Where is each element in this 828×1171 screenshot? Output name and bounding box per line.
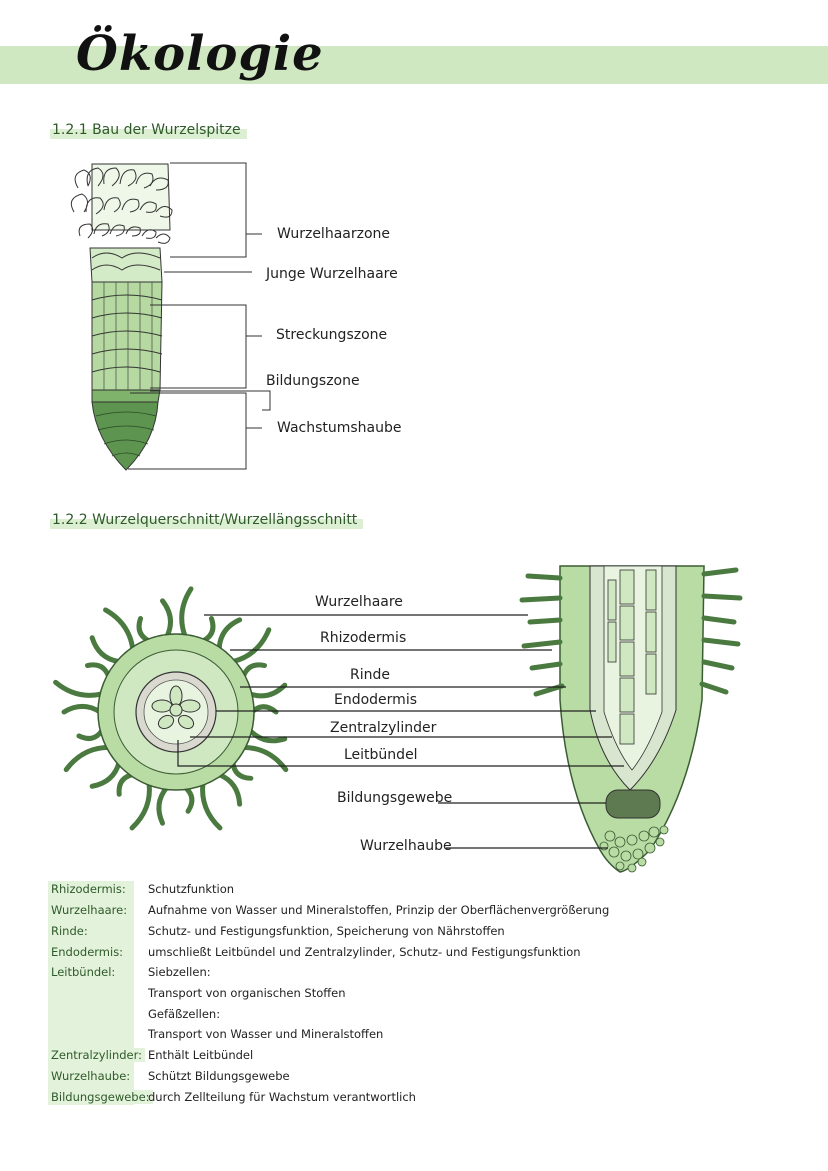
cross-section-root-hair [84, 662, 112, 680]
section2-leader-lines [177, 614, 624, 849]
glossary-term: Bildungsgewebe: [48, 1090, 153, 1104]
cross-section-root-hair [89, 635, 122, 665]
cross-section-root-hair [230, 759, 254, 781]
cross-section-root-hair [103, 607, 136, 652]
cross-section-root-hair [76, 727, 105, 741]
cross-section-root-hair [156, 784, 170, 826]
label-streckungszone: Streckungszone [276, 327, 388, 343]
glossary-term: Wurzelhaube: [48, 1069, 134, 1083]
glossary-definition: umschließt Leitbündel und Zentralzylinde… [148, 945, 581, 959]
cross-section-root-hair [216, 617, 243, 652]
cross-section-root-hair [129, 780, 152, 831]
label-zentralzylinder: Zentralzylinder [330, 720, 437, 736]
cross-section-root-hair [200, 780, 223, 831]
glossary-term: Leitbündel: [48, 965, 119, 979]
glossary-term: Endodermis: [48, 945, 127, 959]
cross-section-root-hair [116, 772, 136, 797]
glossary-definition: Schützt Bildungsgewebe [148, 1069, 290, 1083]
cross-section-root-hair [240, 662, 268, 680]
root-hair-zone-shape [70, 163, 173, 244]
cross-section-root-hair [61, 703, 103, 715]
title-band [0, 46, 828, 84]
cross-section-root-hair [53, 679, 105, 698]
young-root-hair-zone-shape [89, 247, 163, 283]
cross-section-root-hair [89, 759, 122, 789]
cross-section-root-hair [182, 784, 195, 814]
label-bildungsgewebe: Bildungsgewebe [337, 790, 453, 806]
root-cap-cells [599, 825, 669, 873]
glossary-definition: Transport von Wasser und Mineralstoffen [148, 1027, 384, 1041]
meristem-shape [605, 789, 661, 819]
section-heading-1: 1.2.1 Bau der Wurzelspitze [50, 121, 247, 139]
label-endodermis: Endodermis [334, 692, 418, 708]
label-bildungszone: Bildungszone [266, 373, 360, 389]
root-tip-brackets [128, 162, 271, 470]
glossary-definition: Gefäßzellen: [148, 1007, 221, 1021]
cross-section-root-hair [230, 627, 272, 665]
glossary-definition: Transport von organischen Stoffen [148, 986, 346, 1000]
cross-section-root-hair [247, 727, 288, 744]
glossary-definition: Schutzfunktion [148, 882, 235, 896]
label-rhizodermis: Rhizodermis [320, 630, 407, 646]
cross-section-root-hair [216, 772, 243, 807]
label-wurzelhaarzone: Wurzelhaarzone [277, 226, 391, 242]
glossary-term-band [48, 881, 134, 1105]
cross-section-root-hair [179, 586, 194, 640]
glossary-definition: Schutz- und Festigungsfunktion, Speicher… [148, 924, 505, 938]
glossary-definition: Siebzellen: [148, 965, 211, 979]
glossary-definition: durch Zellteilung für Wachstum verantwor… [148, 1090, 416, 1104]
cross-section-root-hair [63, 744, 112, 773]
glossary-definition: Aufnahme von Wasser und Mineralstoffen, … [148, 903, 610, 917]
glossary-term: Wurzelhaare: [48, 903, 131, 917]
label-wurzelhaube: Wurzelhaube [360, 838, 452, 854]
root-cross-section [53, 586, 289, 831]
label-wurzelhaare: Wurzelhaare [315, 594, 403, 610]
glossary-definition: Enthält Leitbündel [148, 1048, 254, 1062]
label-wachstumshaube: Wachstumshaube [277, 420, 402, 436]
glossary-term: Zentralzylinder: [48, 1048, 146, 1062]
section-heading-2: 1.2.2 Wurzelquerschnitt/Wurzellängsschni… [50, 511, 364, 529]
page-title: Ökologie [76, 26, 324, 82]
cross-section-root-hair [200, 615, 216, 644]
label-rinde: Rinde [350, 667, 390, 683]
root-longitudinal-section [519, 565, 743, 873]
growth-cap-shape [91, 401, 159, 471]
glossary-term: Rinde: [48, 924, 91, 938]
cross-section-root-hair [160, 598, 173, 640]
label-leitbuendel: Leitbündel [344, 747, 418, 763]
label-junge-wurzelhaare: Junge Wurzelhaare [266, 266, 398, 282]
formation-zone-shape [91, 389, 161, 403]
glossary-term: Rhizodermis: [48, 882, 129, 896]
elongation-zone-shape [91, 281, 163, 391]
cross-section-root-hair [136, 615, 152, 644]
